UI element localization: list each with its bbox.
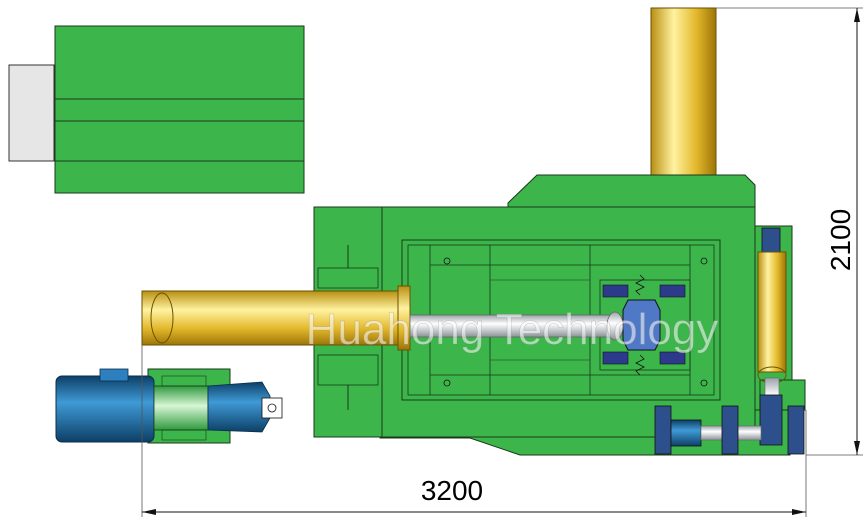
spring [635, 354, 645, 376]
pump-port-hole [267, 403, 277, 413]
coupling-housing [153, 385, 209, 431]
dimension-height: 2100 [716, 7, 863, 456]
side-cylinder-clevis [761, 227, 781, 253]
height-label: 2100 [825, 209, 856, 271]
motor-body [55, 375, 155, 443]
ram-guide-bottom [659, 351, 686, 365]
horizontal-cylinder [141, 285, 624, 351]
bottom-cylinder [654, 405, 805, 455]
bolt [700, 379, 708, 387]
bottom-cylinder-mount [721, 405, 739, 455]
ram-guide-top [602, 284, 629, 298]
hopper-body [54, 25, 305, 194]
pump-port [261, 397, 283, 419]
side-cylinder-body [757, 251, 787, 373]
motor-terminal-box [99, 368, 129, 382]
pump-body [207, 381, 271, 433]
hopper-side-plate [8, 64, 55, 162]
piston-rod-end [606, 311, 624, 341]
side-cylinder-mount [759, 394, 783, 446]
vertical-cylinder-body [650, 7, 717, 177]
width-label: 3200 [421, 475, 483, 506]
horizontal-cylinder-end [150, 292, 174, 344]
ram-guide-top [659, 284, 686, 298]
horizontal-cylinder-body [141, 290, 405, 346]
side-cylinder [757, 227, 787, 446]
dimension-width: 3200 [141, 345, 807, 517]
ram-guide-bottom [602, 351, 629, 365]
arrow-head [142, 509, 156, 515]
arrow-head [854, 8, 860, 22]
arrow-head [854, 441, 860, 455]
bolt [443, 379, 451, 387]
bottom-cylinder-body [670, 419, 702, 447]
hopper-block [8, 25, 305, 194]
bolt [443, 257, 451, 265]
foot-bracket [161, 375, 207, 387]
arrow-head [792, 509, 806, 515]
spring [635, 274, 645, 296]
watermark: Huahong Technology [306, 305, 719, 354]
vertical-cylinder [650, 7, 717, 177]
bottom-cylinder-mount [787, 405, 805, 455]
bolt [700, 257, 708, 265]
ram-head [622, 299, 661, 351]
motor-pump-unit [55, 368, 283, 444]
bottom-cylinder-mount [654, 405, 672, 455]
foot-bracket [161, 429, 207, 441]
